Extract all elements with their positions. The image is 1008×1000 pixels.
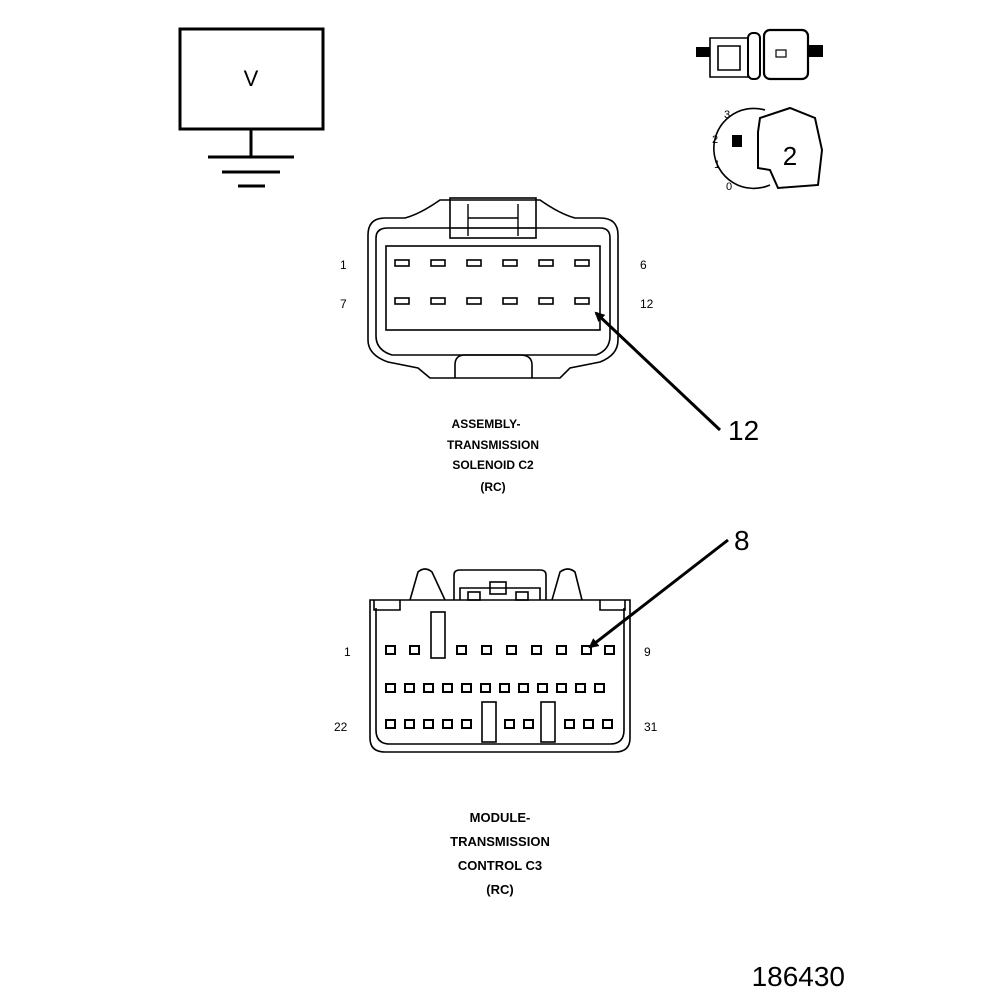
ground-icon [208, 129, 294, 188]
callout-arrow-c3 [588, 538, 729, 649]
switch-position-label: 3 [724, 109, 730, 121]
pin-row-top [385, 645, 615, 655]
callout-label-c3: 8 [734, 525, 750, 556]
pin-number-label: 1 [340, 258, 347, 272]
svg-text:TRANSMISSION: TRANSMISSION [450, 834, 550, 849]
pin-row-top [394, 259, 590, 267]
pin-number-label: 9 [644, 645, 651, 659]
pin-number-label: 6 [640, 258, 647, 272]
figure-number: 186430 [752, 961, 845, 992]
svg-text:(RC): (RC) [480, 480, 505, 494]
switch-selected-value: 2 [783, 141, 797, 171]
connector-c2-title: ASSEMBLY- TRANSMISSION SOLENOID C2 (RC) [447, 417, 539, 494]
callout-label-c2: 12 [728, 415, 759, 446]
svg-text:MODULE-: MODULE- [470, 810, 531, 825]
svg-text:CONTROL C3: CONTROL C3 [458, 858, 542, 873]
pin-row-bottom [385, 719, 613, 729]
svg-text:(RC): (RC) [486, 882, 513, 897]
pin-number-label: 1 [344, 645, 351, 659]
svg-text:TRANSMISSION: TRANSMISSION [447, 438, 539, 452]
connector-c3-title: MODULE- TRANSMISSION CONTROL C3 (RC) [450, 810, 550, 897]
pin-number-label: 31 [644, 720, 658, 734]
switch-position-label: 0 [726, 181, 732, 193]
svg-text:ASSEMBLY-: ASSEMBLY- [452, 417, 521, 431]
pin-number-label: 22 [334, 720, 348, 734]
callout-arrow-c2 [594, 311, 722, 432]
switch-position-label: 1 [714, 159, 720, 171]
pin-number-label: 12 [640, 297, 654, 311]
voltmeter-label: V [244, 66, 259, 91]
svg-text:SOLENOID C2: SOLENOID C2 [452, 458, 534, 472]
pin-number-label: 7 [340, 297, 347, 311]
connector-c2: 1 6 7 12 [340, 197, 654, 379]
voltmeter-symbol: V [178, 27, 325, 188]
pin-row-bottom [394, 297, 590, 305]
probe-connector-icon [696, 28, 823, 81]
pin-row-middle [385, 683, 605, 693]
rotary-switch-icon: 3 2 1 0 2 [712, 106, 824, 193]
connector-c3: 1 9 22 31 [334, 568, 658, 753]
switch-position-label: 2 [712, 134, 718, 146]
